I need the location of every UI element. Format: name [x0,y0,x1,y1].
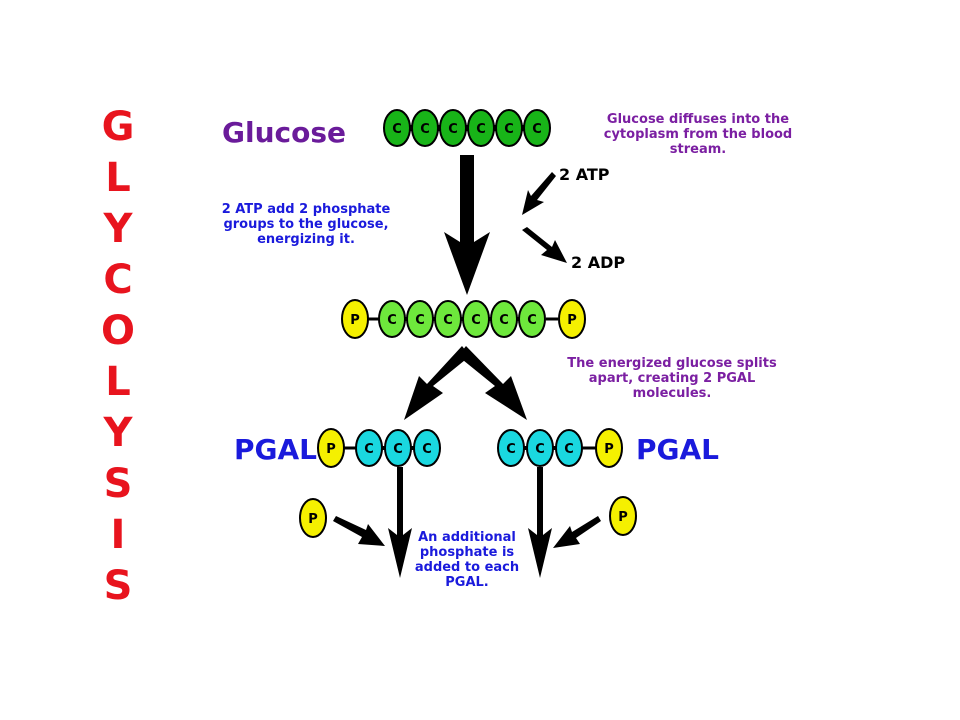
carbon-label: C [364,442,374,457]
note-line: added to each [415,560,519,575]
pgal-right-label: PGAL [636,433,719,466]
title-letter: Y [103,410,134,456]
title-letter: S [104,563,133,609]
carbon-atom [355,429,383,467]
carbon-label: C [443,313,453,328]
phosphate-label: P [618,510,628,525]
adp-label: 2 ADP [571,253,625,272]
carbon-label: C [532,122,542,137]
note-line: groups to the glucose, [223,217,388,232]
adp-out-arrow [522,227,567,263]
carbon-atom [526,429,554,467]
carbon-atom [413,429,441,467]
carbon-atom [555,429,583,467]
carbon-label: C [476,122,486,137]
carbon-label: C [387,313,397,328]
note-line: 2 ATP add 2 phosphate [222,202,391,217]
carbon-label: C [527,313,537,328]
phosphate-atom [317,428,345,468]
note-line: PGAL. [445,575,488,590]
carbon-label: C [506,442,516,457]
phosphate-atom [341,299,369,339]
carbon-atom [495,109,523,147]
carbon-atom [384,429,412,467]
title-letter: L [105,155,131,201]
title-letter: I [111,512,126,558]
carbon-label: C [504,122,514,137]
carbon-atom [497,429,525,467]
note-line: An additional [418,530,516,545]
atp-in-arrow [522,172,556,215]
split-arrow-left [404,346,470,420]
note-line: energizing it. [257,232,355,247]
note-line: molecules. [633,386,712,401]
phosphate-atom [609,496,637,536]
phosphate-label: P [308,512,318,527]
note-line: cytoplasm from the blood [604,127,792,142]
phosphate-label: P [567,313,577,328]
note-line: phosphate is [420,545,515,560]
phosphate-atom [595,428,623,468]
title-letter: O [101,308,135,354]
carbon-label: C [393,442,403,457]
carbon-label: C [471,313,481,328]
carbon-label: C [499,313,509,328]
carbon-label: C [422,442,432,457]
phosphate-label: P [350,313,360,328]
phosphate-label: P [326,442,336,457]
down-arrow-main [444,155,490,295]
phosphate-label: P [604,442,614,457]
arrows [333,155,601,578]
carbon-atom [462,300,490,338]
phosphate-in-arrow-left [333,516,385,546]
split-arrow-right [458,346,527,420]
carbon-atom [383,109,411,147]
carbon-label: C [420,122,430,137]
carbon-label: C [415,313,425,328]
title-letter: C [103,257,132,303]
carbon-atom [467,109,495,147]
atp-label: 2 ATP [559,165,610,184]
carbon-atom [439,109,467,147]
carbon-label: C [564,442,574,457]
note-line: Glucose diffuses into the [607,112,789,127]
phosphate-atom [299,498,327,538]
title-letter: S [104,461,133,507]
carbon-label: C [448,122,458,137]
note-line: The energized glucose splits [567,356,777,371]
carbon-atom [490,300,518,338]
carbon-atom [434,300,462,338]
carbon-atom [406,300,434,338]
phosphate-atom [558,299,586,339]
carbon-label: C [392,122,402,137]
pgal-left-down-arrow [388,467,412,578]
carbon-atom [411,109,439,147]
pgal-right-down-arrow [528,467,552,578]
note-line: stream. [670,142,726,157]
title-letter: L [105,359,131,405]
glucose-label: Glucose [222,116,346,149]
note-line: apart, creating 2 PGAL [589,371,756,386]
carbon-atom [518,300,546,338]
title-letter: Y [103,206,134,252]
phosphate-in-arrow-right [553,516,601,548]
title-letter: G [102,104,135,150]
pgal-left-label: PGAL [234,433,317,466]
carbon-atom [378,300,406,338]
carbon-label: C [535,442,545,457]
carbon-atom [523,109,551,147]
